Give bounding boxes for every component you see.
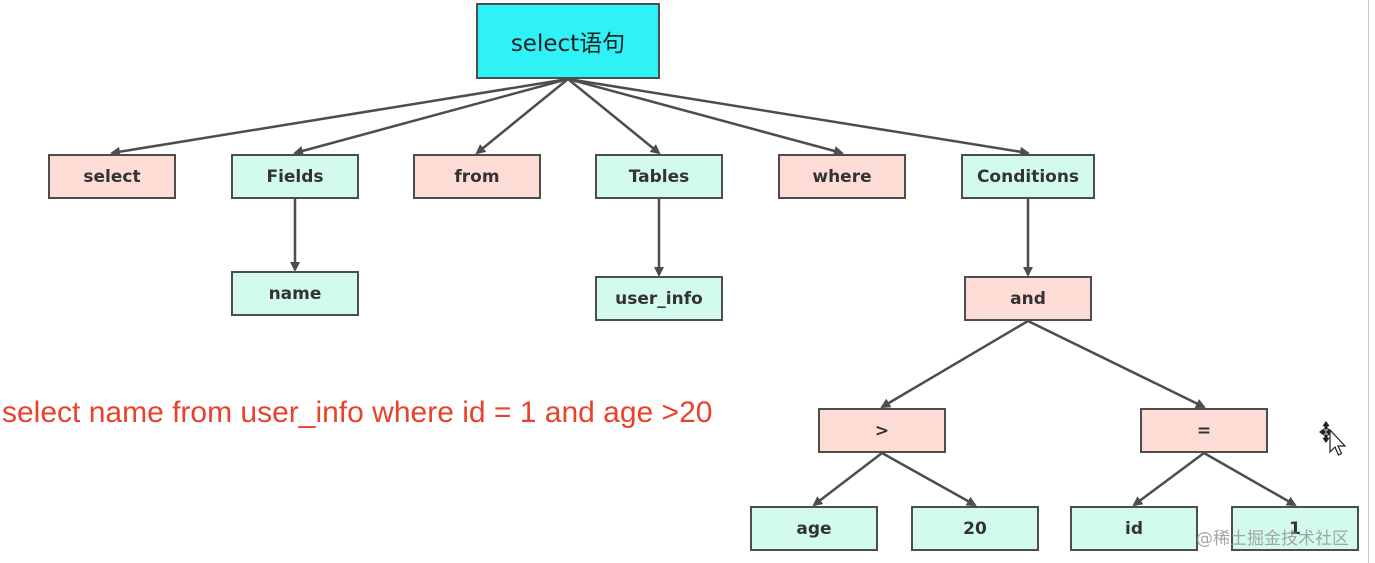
edge-root-to-tables [567,78,661,155]
edge-gt-to-twenty [881,451,977,507]
watermark: @稀土掘金技术社区 [1196,529,1349,549]
root-node: select语句 [476,3,660,79]
and-node: and [964,276,1092,321]
tables-node: Tables [595,154,723,199]
twenty-node: 20 [911,506,1039,551]
edge-gt-to-age [812,452,883,507]
fields-node: Fields [231,154,359,199]
sql-statement: select name from user_info where id = 1 … [2,396,713,429]
edge-root-to-conditions [567,77,1030,157]
right-edge-divider [1368,0,1369,563]
one-node: 1 [1231,506,1359,551]
from-node: from [413,154,541,199]
select-node: select [48,154,176,199]
edge-root-to-select [110,77,569,157]
edge-eq-to-id [1132,451,1205,507]
edge-and-to-gt [880,319,1029,409]
edge-root-to-from [475,78,569,155]
edge-eq-to-one [1203,451,1297,507]
name-node: name [231,271,359,316]
greater-than-node: > [818,408,946,453]
where-node: where [778,154,906,199]
edge-root-to-where [567,77,844,156]
edge-root-to-fields [293,77,569,156]
id-node: id [1070,506,1198,551]
conditions-node: Conditions [961,154,1095,199]
edge-and-to-eq [1027,319,1206,409]
move-cursor-icon [1318,420,1347,456]
equals-node: = [1140,408,1268,453]
age-node: age [750,506,878,551]
user-info-node: user_info [595,276,723,321]
